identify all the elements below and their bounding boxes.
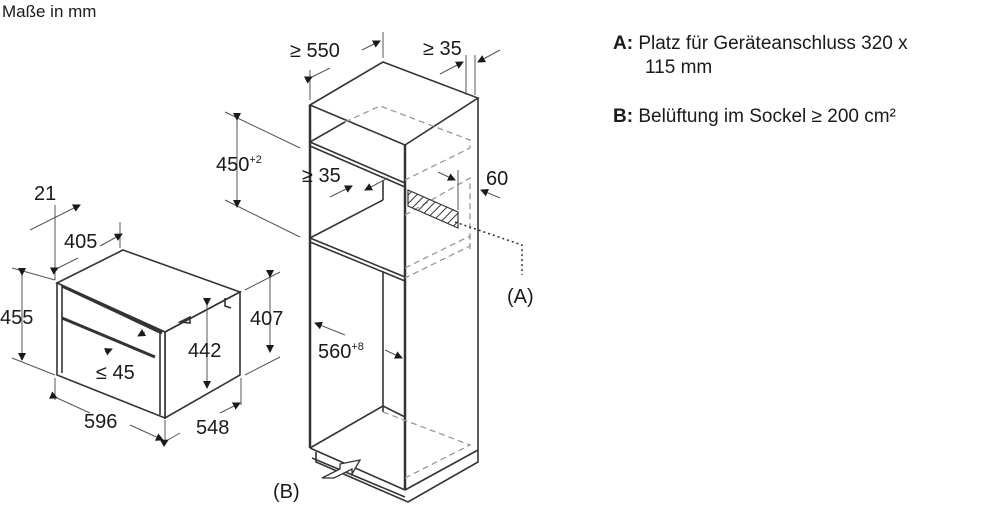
legend-text: 115 mm <box>645 57 713 78</box>
oven-dimension-labels: 21 405 455 442 407 ≤ 45 596 548 <box>0 183 283 439</box>
oven-drawing <box>55 249 242 420</box>
label-b: (B) <box>273 481 300 503</box>
dim-60: 60 <box>486 168 508 190</box>
dim-407: 407 <box>250 308 283 330</box>
dim-596: 596 <box>84 411 117 433</box>
legend-item-a: A: Platz für Geräteanschluss 320 x 115 m… <box>613 32 908 80</box>
dim-450: 450+2 <box>216 154 262 176</box>
dim-shelf-gap: ≥ 35 <box>302 165 341 187</box>
dim-442: 442 <box>188 340 221 362</box>
cabinet-hidden-lines <box>344 105 472 479</box>
dim-455: 455 <box>0 307 33 329</box>
legend-text: Platz für Geräteanschluss 320 x <box>638 33 908 54</box>
dim-handle: ≤ 45 <box>96 362 135 384</box>
label-a: (A) <box>507 286 534 308</box>
dim-548: 548 <box>196 417 229 439</box>
ventilation-arrow <box>321 459 362 479</box>
dim-560: 560+8 <box>318 341 364 363</box>
cabinet-dimension-labels: ≥ 550 ≥ 35 450+2 ≥ 35 60 560+8 (A) (B) <box>216 38 534 503</box>
dim-405: 405 <box>64 231 97 253</box>
legend-key: A: <box>613 33 634 54</box>
dim-rear-gap: ≥ 35 <box>423 38 462 60</box>
legend-item-b: B: Belüftung im Sockel ≥ 200 cm² <box>613 105 896 129</box>
connection-leader <box>454 221 523 275</box>
legend-key: B: <box>613 106 634 127</box>
dim-550: ≥ 550 <box>290 40 340 62</box>
cabinet-dimension-lines <box>224 32 501 359</box>
legend-text: Belüftung im Sockel ≥ 200 cm² <box>638 106 896 127</box>
cabinet-drawing <box>308 61 480 503</box>
connection-area-hatch <box>407 189 459 229</box>
dim-21: 21 <box>34 183 56 205</box>
page-title: Maße in mm <box>2 2 97 21</box>
oven-dimension-lines <box>11 204 281 447</box>
